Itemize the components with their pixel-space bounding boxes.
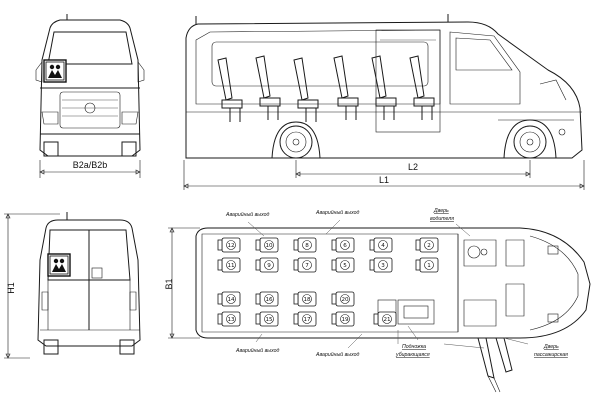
seat-number: 10 (265, 243, 273, 249)
step-label-line1: Подножка (402, 344, 426, 350)
seat-number: 7 (305, 263, 309, 269)
seat-number: 20 (341, 297, 349, 303)
overall-length-label: L1 (379, 175, 389, 185)
seat-number: 11 (227, 263, 235, 269)
seat-number: 21 (383, 317, 391, 323)
seat-number: 19 (341, 317, 349, 323)
side-view: L2 L1 (183, 14, 585, 190)
passenger-door-label-line2: пассажирская (534, 352, 568, 358)
driver-door-label-line1: Дверь (433, 208, 449, 214)
side-seats (217, 55, 435, 122)
child-transport-sign (43, 59, 67, 83)
rear-view: H1 (4, 212, 141, 359)
seat-number: 12 (227, 243, 234, 249)
driver-door-label-line2: водителя (430, 216, 454, 222)
seat-plan: 12 10 8 6 (217, 237, 439, 327)
emergency-exit-label-top-right: Аварийный выход (315, 209, 360, 216)
step-label-line2: убирающаяся (395, 352, 430, 358)
plan-view: B1 12 (164, 208, 591, 393)
passenger-door-label-line1: Дверь (543, 344, 559, 350)
emergency-exit-label-top-left: Аварийный выход (225, 211, 270, 218)
seat-number: 1 (427, 263, 431, 269)
seat-number: 18 (303, 297, 311, 303)
seat-number: 4 (381, 243, 385, 249)
seat-number: 5 (343, 263, 347, 269)
seat-number: 6 (343, 243, 347, 249)
seat-number: 9 (267, 263, 271, 269)
seat-number: 15 (265, 317, 273, 323)
rear-child-transport-sign (47, 253, 71, 277)
front-width-label: B2a/B2b (73, 160, 108, 170)
wheelbase-label: L2 (408, 162, 418, 172)
seat-number: 14 (227, 297, 235, 303)
front-view: B2a/B2b (35, 14, 145, 178)
emergency-exit-label-bottom-left: Аварийный выход (235, 347, 280, 354)
width-plan-label: B1 (164, 278, 174, 289)
seat-number: 3 (381, 263, 385, 269)
emergency-exit-label-bottom-right: Аварийный выход (315, 351, 360, 358)
seat-number: 17 (303, 317, 311, 323)
seat-number: 2 (427, 243, 431, 249)
seat-number: 8 (305, 243, 309, 249)
seat-number: 13 (227, 317, 235, 323)
height-label: H1 (6, 282, 16, 294)
side-wheels (271, 119, 557, 159)
seat-number: 16 (265, 297, 273, 303)
